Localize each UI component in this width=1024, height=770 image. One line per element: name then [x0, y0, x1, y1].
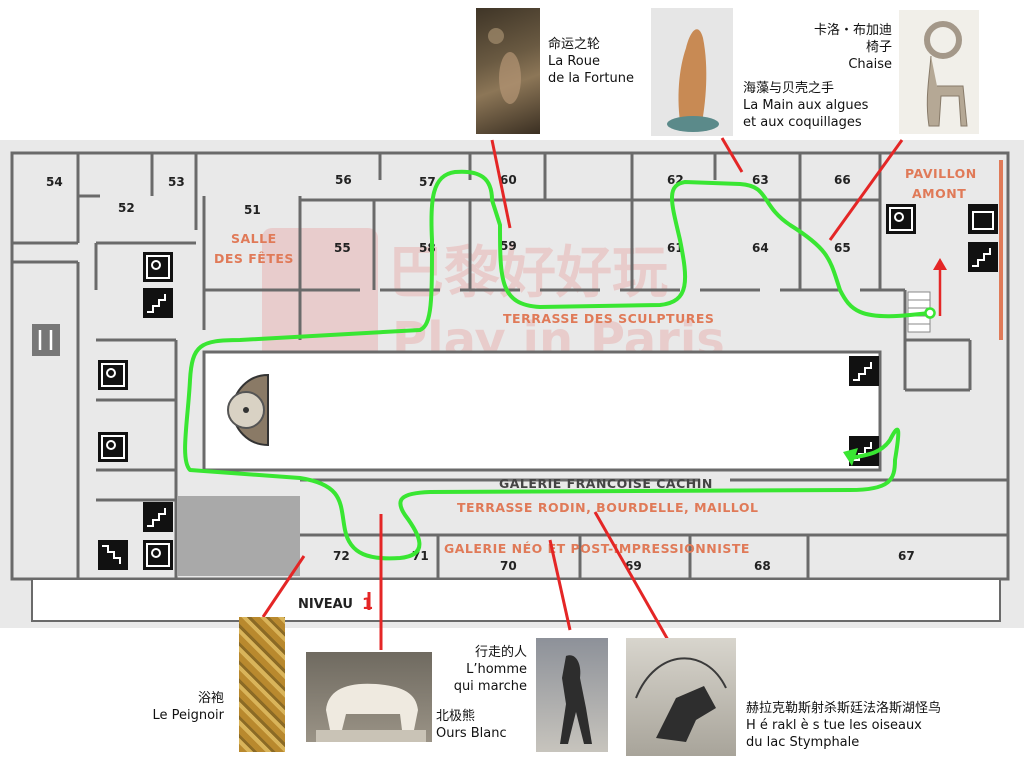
central-nave [202, 350, 882, 472]
room-72: 72 [333, 549, 350, 563]
caption-main-fr-1: La Main aux algues [743, 98, 869, 113]
artwork-pointers [261, 137, 904, 650]
room-64: 64 [752, 241, 769, 255]
route-end-marker [924, 307, 936, 319]
niveau-number: 1 [362, 594, 373, 613]
zone-galerie-neo: GALERIE NÉO ET POST-IMPRESSIONNISTE [444, 541, 750, 556]
caption-chaise-cn-1: 卡洛・布加迪 [813, 23, 892, 38]
room-51: 51 [244, 203, 261, 217]
service-block [178, 496, 300, 576]
caption-roue-fr-1: La Roue [548, 54, 600, 69]
caption-peignoir-fr: Le Peignoir [152, 708, 224, 723]
artwork-ours-thumbnail [306, 652, 432, 742]
zone-terrasse-rodin: TERRASSE RODIN, BOURDELLE, MAILLOL [457, 500, 758, 515]
caption-herakles-cn: 赫拉克勒斯射杀斯廷法洛斯湖怪鸟 [746, 701, 942, 716]
caption-herakles-fr-1: H é rakl è s tue les oiseaux [746, 718, 922, 733]
artwork-roue-thumbnail [476, 8, 540, 134]
caption-ours-fr: Ours Blanc [436, 726, 507, 741]
route-arrow-icon [843, 448, 858, 466]
zone-galerie-cachin: GALERIE FRANCOISE CACHIN [499, 476, 713, 491]
stairs-icon [849, 356, 879, 386]
room-67: 67 [898, 549, 915, 563]
wheelchair-elevator-icon [98, 432, 128, 462]
stairs-down-icon [98, 540, 128, 570]
caption-homme-fr-2: qui marche [453, 679, 527, 694]
room-52: 52 [118, 201, 135, 215]
caption-chaise-fr: Chaise [848, 57, 892, 72]
stairs-icon [968, 242, 998, 272]
artwork-chaise-thumbnail [899, 10, 979, 134]
zone-salle-line2: DES FÊTES [214, 251, 294, 266]
up-arrow-icon [933, 258, 947, 316]
caption-roue: 命运之轮 La Roue de la Fortune [548, 36, 634, 87]
room-55: 55 [334, 241, 351, 255]
caption-main: 海藻与贝壳之手 La Main aux algues et aux coquil… [743, 80, 868, 131]
artwork-herakles-thumbnail [626, 638, 736, 756]
room-65: 65 [834, 241, 851, 255]
caption-roue-fr-2: de la Fortune [548, 71, 634, 86]
room-60: 60 [500, 173, 517, 187]
clock-icon [227, 373, 269, 447]
room-66: 66 [834, 173, 851, 187]
room-numbers: 54 52 53 51 56 57 60 55 58 59 62 63 66 6… [46, 173, 915, 573]
caption-homme: 行走的人 L’homme qui marche [454, 644, 527, 695]
zone-pavillon-line1: PAVILLON [905, 166, 977, 181]
artwork-main-thumbnail [651, 8, 733, 136]
room-57: 57 [419, 175, 436, 189]
caption-ours: 北极熊 Ours Blanc [436, 708, 507, 742]
stairs-icon [143, 502, 173, 532]
room-54: 54 [46, 175, 63, 189]
caption-main-fr-2: et aux coquillages [743, 115, 862, 130]
caption-ours-cn: 北极熊 [436, 709, 476, 724]
zone-salle-line1: SALLE [231, 231, 277, 246]
room-70: 70 [500, 559, 517, 573]
caption-chaise: 卡洛・布加迪 椅子 Chaise [814, 22, 892, 73]
room-59: 59 [500, 239, 517, 253]
caption-homme-fr-1: L’homme [466, 662, 527, 677]
caption-herakles-fr-2: du lac Stymphale [746, 735, 860, 750]
accessibility-icons [98, 204, 998, 570]
room-53: 53 [168, 175, 185, 189]
stairs-icon [143, 288, 173, 318]
wheelchair-elevator-icon [98, 360, 128, 390]
artwork-homme-thumbnail [536, 638, 608, 752]
room-63: 63 [752, 173, 769, 187]
wheelchair-elevator-icon [143, 540, 173, 570]
restaurant-icon [32, 324, 60, 356]
niveau-band [31, 578, 1001, 622]
elevator-icon [968, 204, 998, 234]
watermark-cn: 巴黎好好玩 [388, 241, 668, 306]
caption-herakles: 赫拉克勒斯射杀斯廷法洛斯湖怪鸟 H é rakl è s tue les ois… [746, 700, 941, 751]
visit-route [183, 169, 932, 561]
zone-terrasse-sculptures: TERRASSE DES SCULPTURES [503, 311, 714, 326]
wheelchair-elevator-icon [886, 204, 916, 234]
caption-peignoir-cn: 浴袍 [197, 691, 224, 706]
caption-main-cn: 海藻与贝壳之手 [743, 81, 835, 96]
caption-peignoir: 浴袍 Le Peignoir [152, 690, 224, 724]
niveau-label: NIVEAU [298, 597, 353, 612]
wheelchair-elevator-icon [143, 252, 173, 282]
caption-homme-cn: 行走的人 [474, 645, 527, 660]
watermark: 巴黎好好玩 Play in Paris [262, 228, 725, 370]
walls [12, 153, 1008, 579]
caption-roue-cn: 命运之轮 [548, 37, 601, 52]
room-68: 68 [754, 559, 771, 573]
room-56: 56 [335, 173, 352, 187]
zone-pavillon-line2: AMONT [912, 186, 966, 201]
caption-chaise-cn-2: 椅子 [865, 40, 892, 55]
artwork-peignoir-thumbnail [239, 617, 285, 752]
